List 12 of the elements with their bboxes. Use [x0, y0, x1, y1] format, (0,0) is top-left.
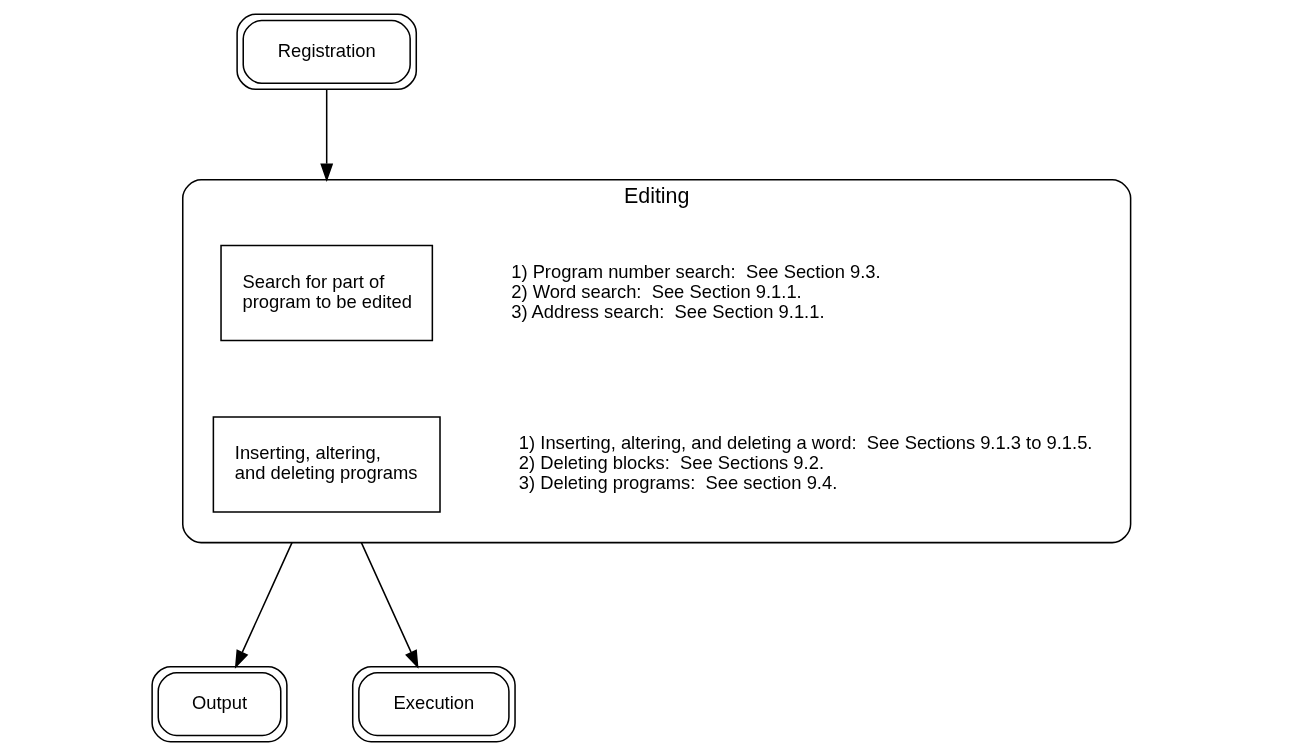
node-box: Search for part of program to be edited — [220, 244, 434, 342]
arrow — [234, 541, 293, 669]
node-label: 3) Deleting programs: See section 9.4. — [518, 472, 838, 494]
node-box: Registration — [236, 13, 418, 91]
node-box: Inserting, altering, and deleting programs — [212, 416, 441, 513]
node-box: Execution — [351, 665, 516, 743]
node-label: 1) Inserting, altering, and deleting a word: See Sections 9.1.3 to 9.1.5. — [518, 432, 1093, 454]
node-box: Output — [151, 665, 288, 743]
node-label: 1) Program number search: See Section 9.3. — [511, 260, 881, 282]
arrow — [360, 541, 419, 669]
arrow — [320, 88, 334, 182]
node-label: 2) Deleting blocks: See Sections 9.2. — [518, 452, 825, 474]
